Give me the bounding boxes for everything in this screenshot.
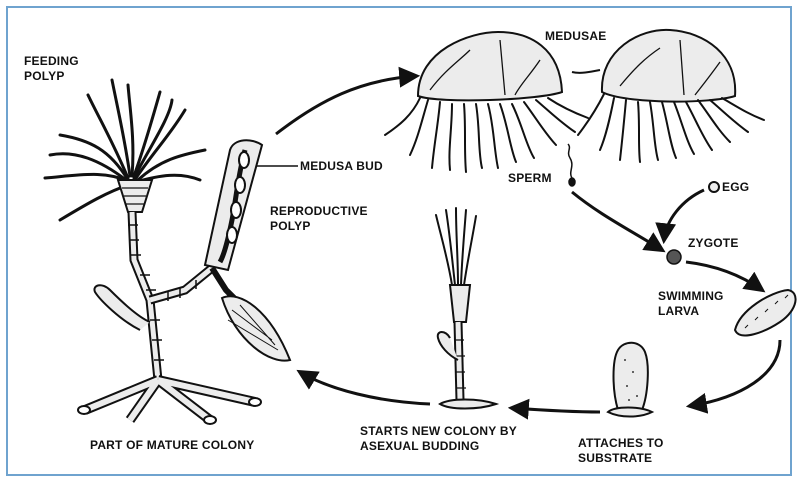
mature-colony-drawing (45, 80, 290, 424)
new-colony-drawing (436, 208, 496, 409)
medusa-left-drawing (385, 32, 588, 172)
arrow-egg-to-zygote (664, 190, 704, 240)
sperm-drawing (568, 144, 575, 186)
arrow-to-medusae (276, 76, 416, 134)
feeding-polyp-label-line2: POLYP (24, 69, 65, 84)
attaches-label-line2: SUBSTRATE (578, 451, 652, 466)
swimming-larva-label-line2: LARVA (658, 304, 699, 319)
attaches-label-line1: ATTACHES TO (578, 436, 664, 451)
mature-colony-label: PART OF MATURE COLONY (90, 438, 254, 453)
medusa-right-drawing (572, 30, 764, 162)
swimming-larva-drawing (735, 290, 796, 335)
medusa-bud-label: MEDUSA BUD (300, 159, 383, 174)
reproductive-polyp-label-line2: POLYP (270, 219, 311, 234)
zygote-label: ZYGOTE (688, 236, 739, 251)
starts-colony-label-line1: STARTS NEW COLONY BY (360, 424, 517, 439)
swimming-larva-label-line1: SWIMMING (658, 289, 724, 304)
arrow-zygote-to-larva (686, 262, 762, 290)
attached-larva-drawing (608, 343, 652, 417)
feeding-polyp-label-line1: FEEDING (24, 54, 79, 69)
egg-drawing (709, 182, 719, 192)
starts-colony-label-line2: ASEXUAL BUDDING (360, 439, 479, 454)
reproductive-polyp-label-line1: REPRODUCTIVE (270, 204, 368, 219)
zygote-drawing (667, 250, 681, 264)
medusae-label: MEDUSAE (545, 29, 606, 44)
arrow-larva-to-attached (690, 340, 780, 406)
arrow-new-colony-to-mature (300, 372, 430, 404)
egg-label: EGG (722, 180, 749, 195)
arrow-sperm-to-zygote (572, 192, 662, 250)
sperm-label: SPERM (508, 171, 552, 186)
arrow-attached-to-new-colony (512, 408, 600, 412)
